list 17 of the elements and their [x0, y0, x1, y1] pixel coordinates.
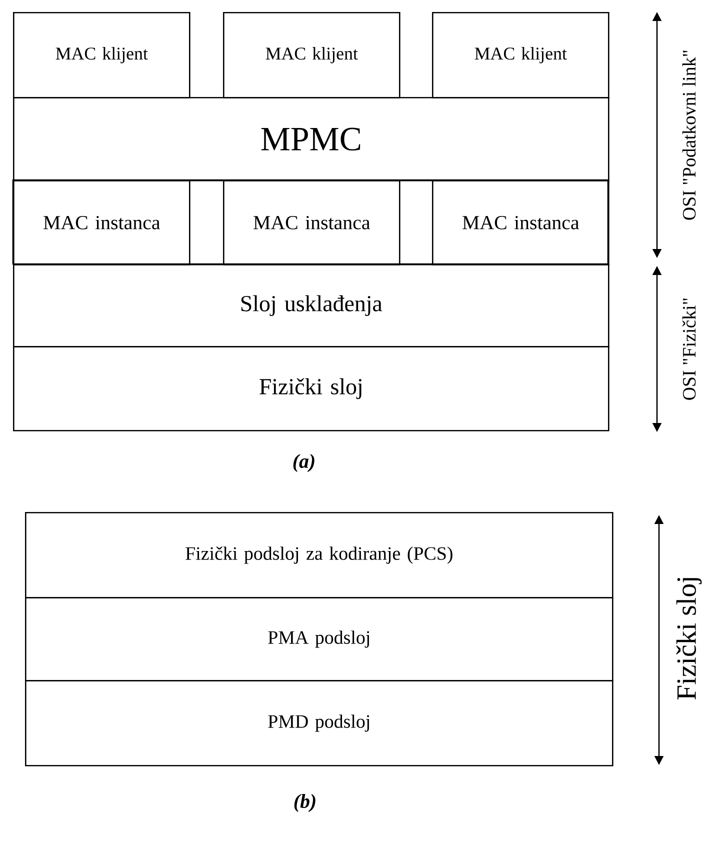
layer-band: Sloj usklađenja: [13, 264, 610, 348]
side-label: OSI "Podatkovni link": [682, 50, 696, 220]
side-label: Fizički sloj: [676, 578, 702, 700]
figure-label: (a): [293, 454, 314, 472]
figure-label: (b): [294, 794, 316, 812]
layer-band: Fizički sloj: [13, 346, 610, 432]
layer-band: MPMC: [13, 97, 610, 182]
client-box: MAC klijent: [13, 12, 190, 98]
client-box: MAC klijent: [432, 12, 610, 98]
layer-band: PMD podsloj: [25, 680, 614, 766]
layer-band: PMA podsloj: [25, 597, 614, 682]
layer-band: Fizički podsloj za kodiranje (PCS): [25, 512, 614, 598]
side-label: OSI "Fizički": [682, 298, 696, 400]
instance-box: MAC instanca: [223, 180, 400, 266]
client-box: MAC klijent: [223, 12, 400, 98]
instance-box: MAC instanca: [13, 180, 190, 266]
instance-box: MAC instanca: [432, 180, 610, 266]
